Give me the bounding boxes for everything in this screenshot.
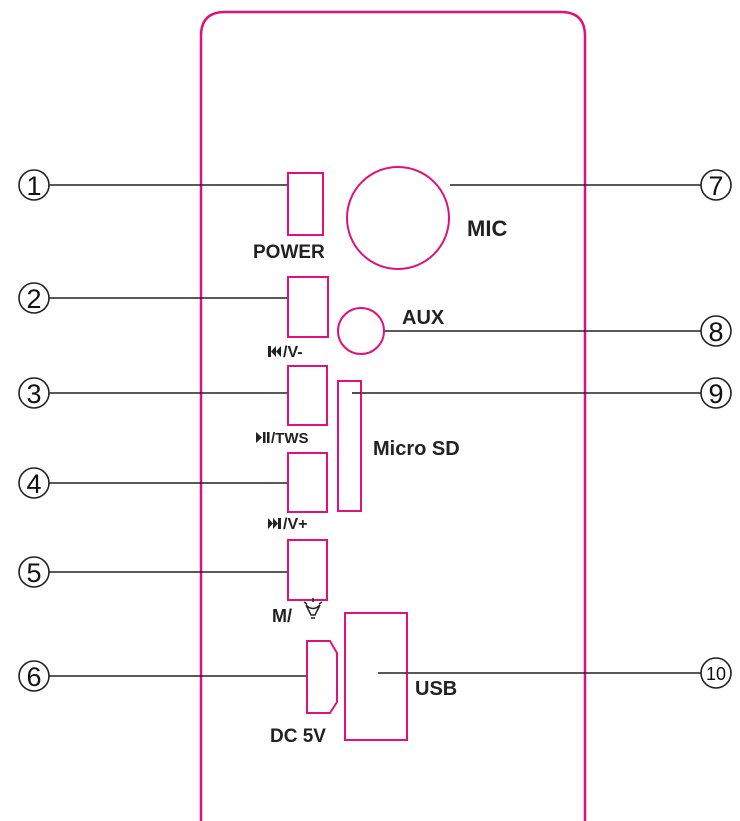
play-label: /TWS — [271, 430, 309, 447]
prev-volume-down-button[interactable] — [287, 276, 329, 338]
light-bulb-icon — [303, 598, 323, 619]
callout-6: 6 — [18, 660, 50, 692]
dc-5v-port[interactable] — [306, 640, 338, 714]
dc-label: DC 5V — [270, 726, 326, 747]
next-label: /V+ — [283, 516, 307, 533]
power-switch[interactable] — [287, 172, 324, 236]
svg-text:3: 3 — [26, 379, 41, 409]
svg-text:6: 6 — [26, 662, 41, 692]
callout-7: 7 — [700, 169, 732, 201]
play-pause-icon — [256, 432, 270, 443]
aux-label: AUX — [402, 307, 445, 329]
callout-10: 10 — [700, 657, 732, 689]
next-track-icon — [268, 518, 281, 529]
callout-5: 5 — [18, 556, 50, 588]
svg-text:1: 1 — [26, 171, 41, 201]
aux-jack[interactable] — [337, 307, 385, 355]
mode-label: M/ — [272, 606, 292, 626]
callout-3: 3 — [18, 377, 50, 409]
svg-text:10: 10 — [706, 664, 726, 684]
svg-text:5: 5 — [26, 558, 41, 588]
svg-text:7: 7 — [708, 171, 723, 201]
svg-text:9: 9 — [708, 379, 723, 409]
mode-light-button[interactable] — [287, 539, 328, 601]
panel-outline — [199, 10, 587, 821]
mic — [346, 166, 450, 270]
micro-sd-slot[interactable] — [337, 380, 362, 512]
prev-label: /V- — [283, 344, 303, 361]
mic-label: MIC — [467, 216, 507, 241]
callout-2: 2 — [18, 282, 50, 314]
callout-1: 1 — [18, 169, 50, 201]
callout-8: 8 — [700, 315, 732, 347]
power-label: POWER — [253, 242, 325, 263]
usb-label: USB — [415, 678, 457, 700]
micro-sd-label: Micro SD — [373, 438, 460, 460]
leader-lines — [48, 184, 701, 677]
usb-port[interactable] — [344, 612, 408, 741]
svg-text:4: 4 — [26, 469, 41, 499]
next-volume-up-button[interactable] — [287, 452, 328, 513]
callout-4: 4 — [18, 467, 50, 499]
callout-9: 9 — [700, 377, 732, 409]
previous-track-icon — [268, 346, 281, 357]
svg-text:2: 2 — [26, 284, 41, 314]
svg-text:8: 8 — [708, 317, 723, 347]
play-pause-tws-button[interactable] — [287, 365, 328, 426]
